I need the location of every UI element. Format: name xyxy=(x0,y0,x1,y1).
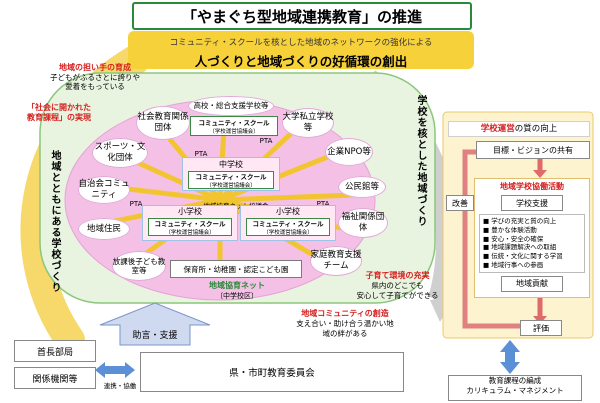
cloud-after-school: 放課後子ども教室等 xyxy=(112,251,166,281)
network-area-label: 〔中学校区〕 xyxy=(216,292,258,300)
page-title: 「やまぐち型地域連携教育」の推進 xyxy=(132,2,472,30)
left-note-1: 地域の担い手の育成 子どもがふるさとに誇りや愛着をもっている xyxy=(50,62,140,92)
cloud-university: 大学私立学校等 xyxy=(282,108,334,138)
subtitle-banner: コミュニティ・スクールを核とした地域のネットワークの強化による 人づくりと地域づ… xyxy=(128,31,474,69)
cs-council: （学校運営協議会） xyxy=(206,183,256,189)
activity-item: ■ 伝統・文化に関する学習 xyxy=(483,252,563,261)
right-note-2: 地域コミュニティの創造 支え合い・助け合う温かい地域の絆がある xyxy=(295,308,395,339)
cs-council: （学校運営協議会） xyxy=(209,129,259,135)
vision-box: 目標・ビジョンの共有 xyxy=(476,141,590,159)
curriculum-arrow xyxy=(500,340,520,374)
network-name: 地域協育ネット 〔中学校区〕 xyxy=(195,280,279,301)
cloud-sports: スポーツ・文化団体 xyxy=(92,138,148,168)
elementary-label: 小学校 xyxy=(276,207,300,216)
activity-item: ■ 豊かな体験活動 xyxy=(483,225,537,234)
elementary-right-box: 小学校 コミュニティ・スクール （学校運営協議会） xyxy=(240,205,336,241)
support-arrow xyxy=(99,302,211,346)
cloud-residents: 地域住民 xyxy=(78,218,130,240)
middle-school-label: 中学校 xyxy=(219,160,243,169)
cloud-social-ed: 社会教育関係団体 xyxy=(136,106,190,140)
activity-item: ■ 地域行事への参画 xyxy=(483,260,544,269)
left-note-1-body: 子どもがふるさとに誇りや愛着をもっている xyxy=(50,73,140,92)
cloud-company: 企業NPO等 xyxy=(325,138,373,166)
box-nursery: 保育所・幼稚園・認定こども園 xyxy=(170,260,302,278)
activity-item: ■ 安心・安全の確保 xyxy=(483,234,544,243)
school-mgmt-heading-rest: の質の向上 xyxy=(514,124,558,134)
right-note-2-body: 支え合い・助け合う温かい地域の絆がある xyxy=(296,319,394,338)
activity-title: 地域学校協働活動 xyxy=(500,182,564,191)
right-note-1-body-2: 安心して子育てができる xyxy=(356,290,439,300)
activity-items: ■ 学びの充実と質の向上 ■ 豊かな体験活動 ■ 安心・安全の確保 ■ 地域課題… xyxy=(479,214,585,273)
cs-elementary-left: コミュニティ・スクール （学校運営協議会） xyxy=(148,218,232,236)
mayor-box: 首長部局 xyxy=(14,340,96,362)
school-support-box: 学校支援 xyxy=(501,195,563,211)
school-mgmt-heading-red: 学校運営 xyxy=(480,124,515,134)
support-arrow-label: 助言・支援 xyxy=(132,331,178,341)
pta-label: PTA xyxy=(129,199,143,208)
curriculum-line-1: 教育課程の編成 xyxy=(488,376,542,385)
cs-council: （学校運営協議会） xyxy=(165,230,215,236)
curriculum-line-2: カリキュラム・マネジメント xyxy=(466,386,564,396)
elementary-left-box: 小学校 コミュニティ・スクール （学校運営協議会） xyxy=(142,205,238,241)
cs-label: コミュニティ・スクール xyxy=(195,173,267,181)
right-note-1-title: 子育て環境の充実 xyxy=(365,271,430,280)
left-note-2-title: 「社会に開かれた教育課程」の実現 xyxy=(27,103,91,122)
improve-box: 改善 xyxy=(446,195,474,211)
curriculum-box: 教育課程の編成 カリキュラム・マネジメント xyxy=(448,375,582,401)
pta-label: PTA xyxy=(316,199,330,208)
cloud-high-school: 高校・総合支援学校等 xyxy=(188,96,274,116)
activity-item: ■ 学びの充実と質の向上 xyxy=(483,217,557,225)
subtitle-line1: コミュニティ・スクールを核とした地域のネットワークの強化による xyxy=(169,38,433,48)
cs-label: コミュニティ・スクール xyxy=(252,220,324,228)
school-mgmt-heading: 学校運営の質の向上 xyxy=(448,121,590,137)
board-box: 県・市町教育委員会 xyxy=(140,352,404,392)
contribution-box: 地域貢献 xyxy=(501,275,563,292)
cloud-neighborhood: 自治会コミュニティ xyxy=(78,176,130,204)
elementary-label: 小学校 xyxy=(178,207,202,216)
cs-council: （学校運営協議会） xyxy=(263,230,313,236)
subtitle-line2: 人づくりと地域づくりの好循環の創出 xyxy=(194,54,408,69)
collab-label: 連携・協働 xyxy=(103,382,137,390)
agencies-box: 関係機関等 xyxy=(14,367,96,389)
cs-middle-school: コミュニティ・スクール （学校運営協議会） xyxy=(188,171,274,189)
cs-label: コミュニティ・スクール xyxy=(198,119,270,127)
cs-label: コミュニティ・スクール xyxy=(154,220,226,228)
activity-panel: 地域学校協働活動 学校支援 ■ 学びの充実と質の向上 ■ 豊かな体験活動 ■ 安… xyxy=(474,178,590,298)
left-arc-label: 地域とともにある学校づくり xyxy=(49,150,60,293)
right-note-2-title: 地域コミュニティの創造 xyxy=(301,309,389,318)
right-note-1: 子育て環境の充実 県内のどこでも 安心して子育てができる xyxy=(350,270,445,301)
left-note-2: 「社会に開かれた教育課程」の実現 xyxy=(25,103,93,123)
cloud-welfare: 福祉関係団体 xyxy=(338,208,388,238)
pta-label: PTA xyxy=(259,136,273,145)
cs-high-school: コミュニティ・スクール （学校運営協議会） xyxy=(190,116,278,136)
activity-item: ■ 地域課題解決への取組 xyxy=(483,243,557,252)
collab-arrow xyxy=(95,362,135,378)
cloud-public-hall: 公民館等 xyxy=(338,176,386,198)
cloud-family-ed: 家庭教育支援チーム xyxy=(310,246,362,276)
pta-label: PTA xyxy=(194,149,208,158)
cs-elementary-right: コミュニティ・スクール （学校運営協議会） xyxy=(246,218,330,236)
left-note-1-title: 地域の担い手の育成 xyxy=(59,63,131,72)
middle-school-box: 中学校 コミュニティ・スクール （学校運営協議会） xyxy=(182,157,280,191)
network-name-label: 地域協育ネット xyxy=(209,281,265,290)
right-note-1-body-1: 県内のどこでも xyxy=(371,281,424,290)
right-arc-label: 学校を核とした地域づくり xyxy=(415,95,426,227)
evaluation-box: 評価 xyxy=(520,320,562,336)
